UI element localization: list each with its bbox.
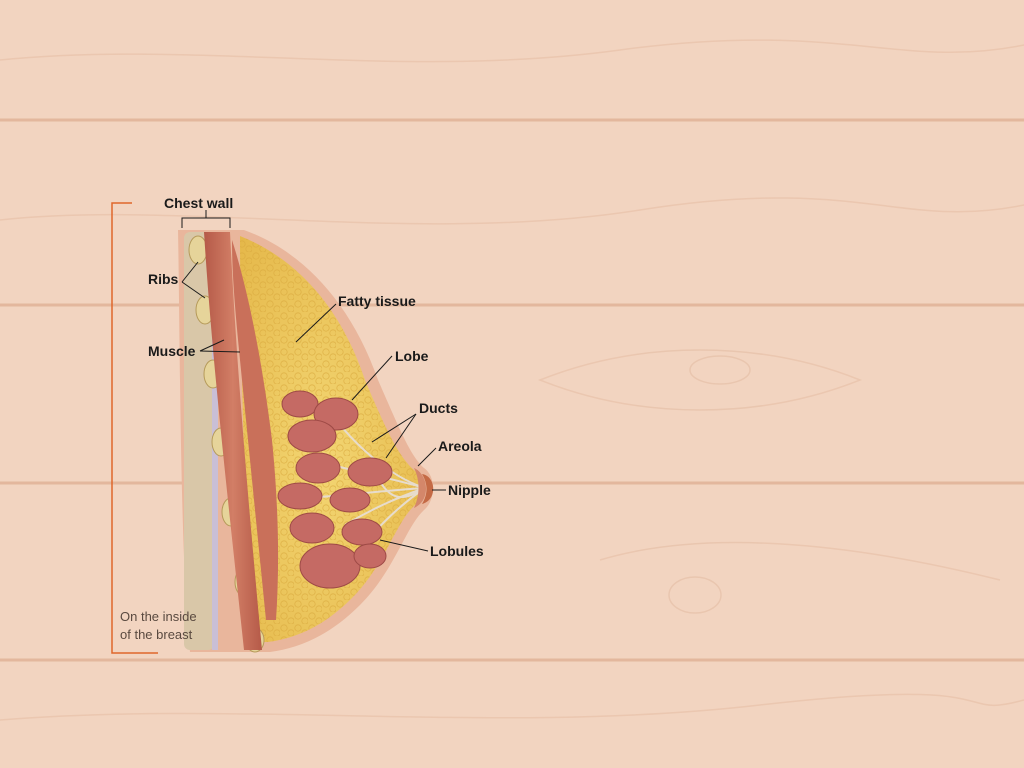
wood-grain (0, 39, 1024, 721)
plank-seams (0, 118, 1024, 662)
rib-column (184, 232, 214, 650)
label-ribs: Ribs (148, 271, 179, 287)
lobules (277, 390, 393, 589)
caption-line-1: On the inside (120, 609, 197, 624)
label-ducts: Ducts (419, 400, 458, 416)
muscle-band-inner (232, 240, 279, 620)
leader-lines (181, 210, 446, 552)
section-bracket (111, 202, 158, 654)
label-nipple: Nipple (448, 482, 491, 498)
label-lobules: Lobules (430, 543, 484, 559)
caption: On the inside of the breast (120, 609, 197, 642)
muscle-band-outer (204, 232, 262, 650)
labels: Chest wall Ribs Muscle Fatty tissue Lobe… (148, 195, 491, 559)
label-muscle: Muscle (148, 343, 196, 359)
label-fatty-tissue: Fatty tissue (338, 293, 416, 309)
label-lobe: Lobe (395, 348, 429, 364)
label-chest-wall: Chest wall (164, 195, 233, 211)
areola (414, 468, 427, 508)
nipple (422, 474, 434, 504)
caption-line-2: of the breast (120, 627, 193, 642)
breast-illustration (178, 230, 434, 653)
label-areola: Areola (438, 438, 482, 454)
